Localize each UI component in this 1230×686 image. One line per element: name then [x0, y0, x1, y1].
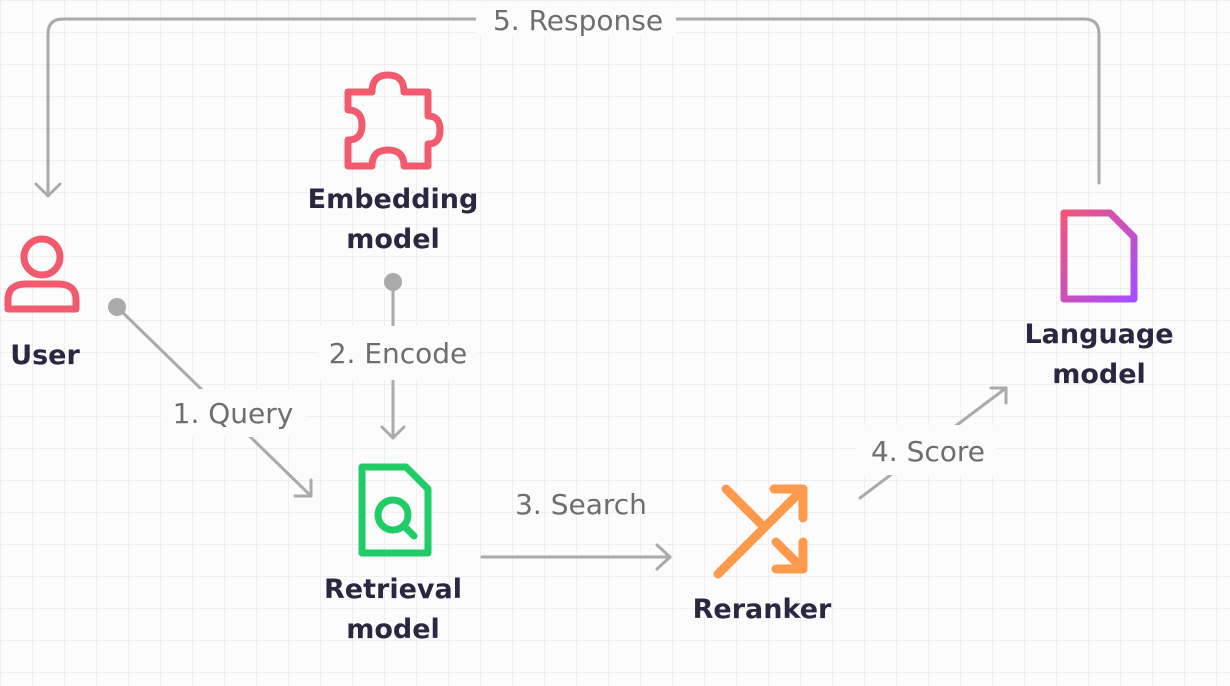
- node-user: User: [4, 235, 80, 371]
- language-label-line2: model: [1052, 359, 1146, 390]
- edge-score: 4. Score: [856, 386, 1008, 500]
- encode-label: 2. Encode: [329, 337, 468, 370]
- embedding-label-line2: model: [346, 224, 440, 255]
- edge-query: 1. Query: [108, 298, 313, 498]
- puzzle-piece-icon: [344, 71, 444, 170]
- edge-encode: 2. Encode: [318, 273, 478, 440]
- user-icon: [4, 235, 80, 313]
- retrieval-label-line2: model: [346, 614, 440, 645]
- embedding-label-line1: Embedding: [308, 184, 479, 215]
- score-arrowhead: [989, 386, 1008, 405]
- document-search-icon: [358, 463, 432, 557]
- encode-arrowhead: [380, 425, 406, 440]
- shuffle-icon: [713, 484, 808, 579]
- response-label: 5. Response: [493, 4, 663, 37]
- document-icon: [1060, 209, 1138, 303]
- retrieval-label-line1: Retrieval: [324, 574, 462, 605]
- search-arrowhead: [655, 543, 672, 571]
- edge-response: 5. Response: [34, 2, 1101, 198]
- query-label: 1. Query: [173, 397, 294, 430]
- query-arrowhead: [293, 478, 313, 498]
- node-language-model: Language model: [1024, 209, 1174, 390]
- node-retrieval-model: Retrieval model: [324, 463, 462, 645]
- node-embedding-model: Embedding model: [308, 71, 479, 255]
- response-arrowhead: [34, 182, 62, 198]
- user-label: User: [10, 340, 80, 371]
- score-label-background: [856, 425, 996, 475]
- search-label: 3. Search: [515, 488, 647, 521]
- node-reranker: Reranker: [693, 484, 832, 625]
- language-label-line1: Language: [1024, 319, 1173, 350]
- reranker-label: Reranker: [693, 594, 832, 625]
- score-label: 4. Score: [871, 435, 985, 468]
- query-label-background: [162, 389, 306, 437]
- encode-label-background: [318, 326, 478, 380]
- edge-search: 3. Search: [480, 488, 672, 571]
- response-label-background: [476, 2, 676, 36]
